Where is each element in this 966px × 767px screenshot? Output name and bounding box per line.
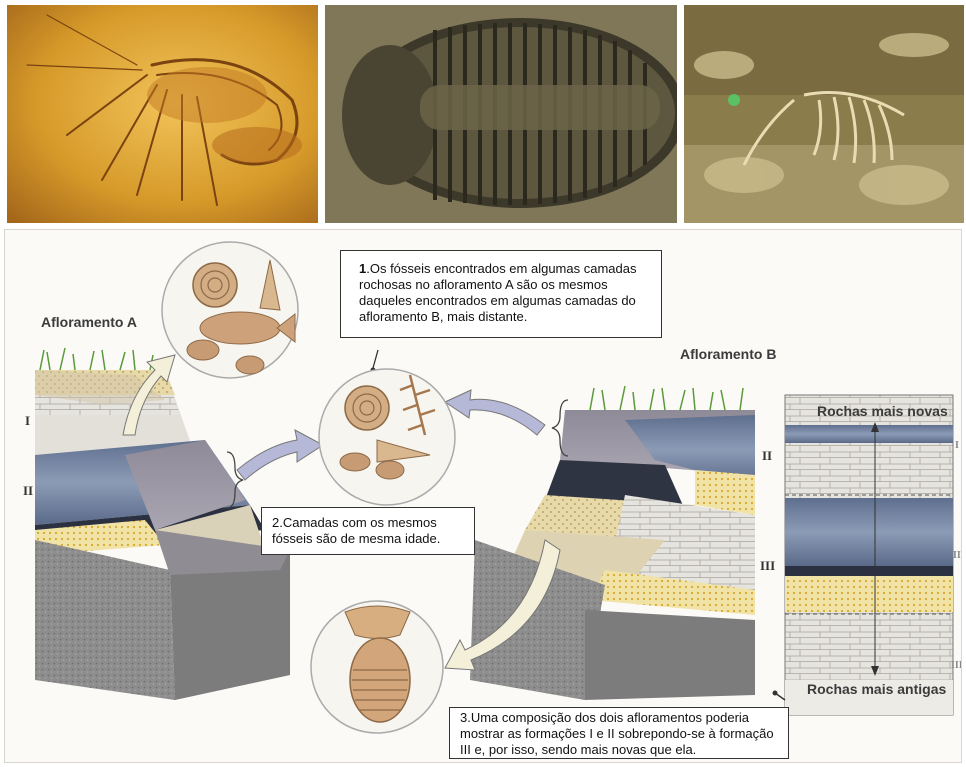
fossil-circle-center (319, 369, 455, 505)
note-2-text: 2.Camadas com os mesmos fósseis são de m… (272, 515, 440, 546)
formation-i-label-column: I (955, 440, 959, 451)
note-3: 3.Uma composição dos dois afloramentos p… (449, 707, 789, 759)
trilobite-fossil-photo (325, 5, 677, 223)
note-1: 1.Os fósseis encontrados em algumas cama… (340, 250, 662, 338)
formation-ii-label-b: II (762, 448, 772, 464)
trilobite-fragment-icon (345, 606, 410, 639)
formation-iii-label-column: III (951, 660, 962, 671)
outcrop-a-label: Afloramento A (41, 314, 137, 330)
arrow-a-to-center (237, 430, 323, 480)
formation-ii-label-a: II (23, 483, 33, 499)
fossil-circle-top (162, 242, 298, 378)
formation-i-label-a: I (25, 413, 30, 429)
formation-ii-label-column: II (953, 550, 961, 561)
older-rocks-label: Rochas mais antigas (807, 681, 946, 697)
fossil-circle-bottom (311, 601, 443, 733)
vertebrate-fossil-photo (684, 5, 964, 223)
outcrop-a-block (35, 348, 290, 700)
ammonite-icon (345, 386, 389, 430)
outcrop-b-block (470, 386, 755, 700)
note-1-text: .Os fósseis encontrados em algumas camad… (359, 261, 636, 324)
fish-fossil-icon (200, 312, 280, 344)
ammonite-icon (193, 263, 237, 307)
stratigraphic-column (773, 395, 954, 715)
arrow-b-to-center (445, 390, 545, 435)
shrimp-fossil-photo (7, 5, 318, 223)
newer-rocks-label: Rochas mais novas (817, 403, 948, 419)
stratigraphy-diagram: Afloramento A Afloramento B Rochas mais … (4, 229, 962, 763)
outcrop-b-label: Afloramento B (680, 346, 776, 362)
note-2: 2.Camadas com os mesmos fósseis são de m… (261, 507, 475, 555)
note-3-text: 3.Uma composição dos dois afloramentos p… (460, 710, 774, 757)
formation-iii-label-b: III (760, 558, 775, 574)
